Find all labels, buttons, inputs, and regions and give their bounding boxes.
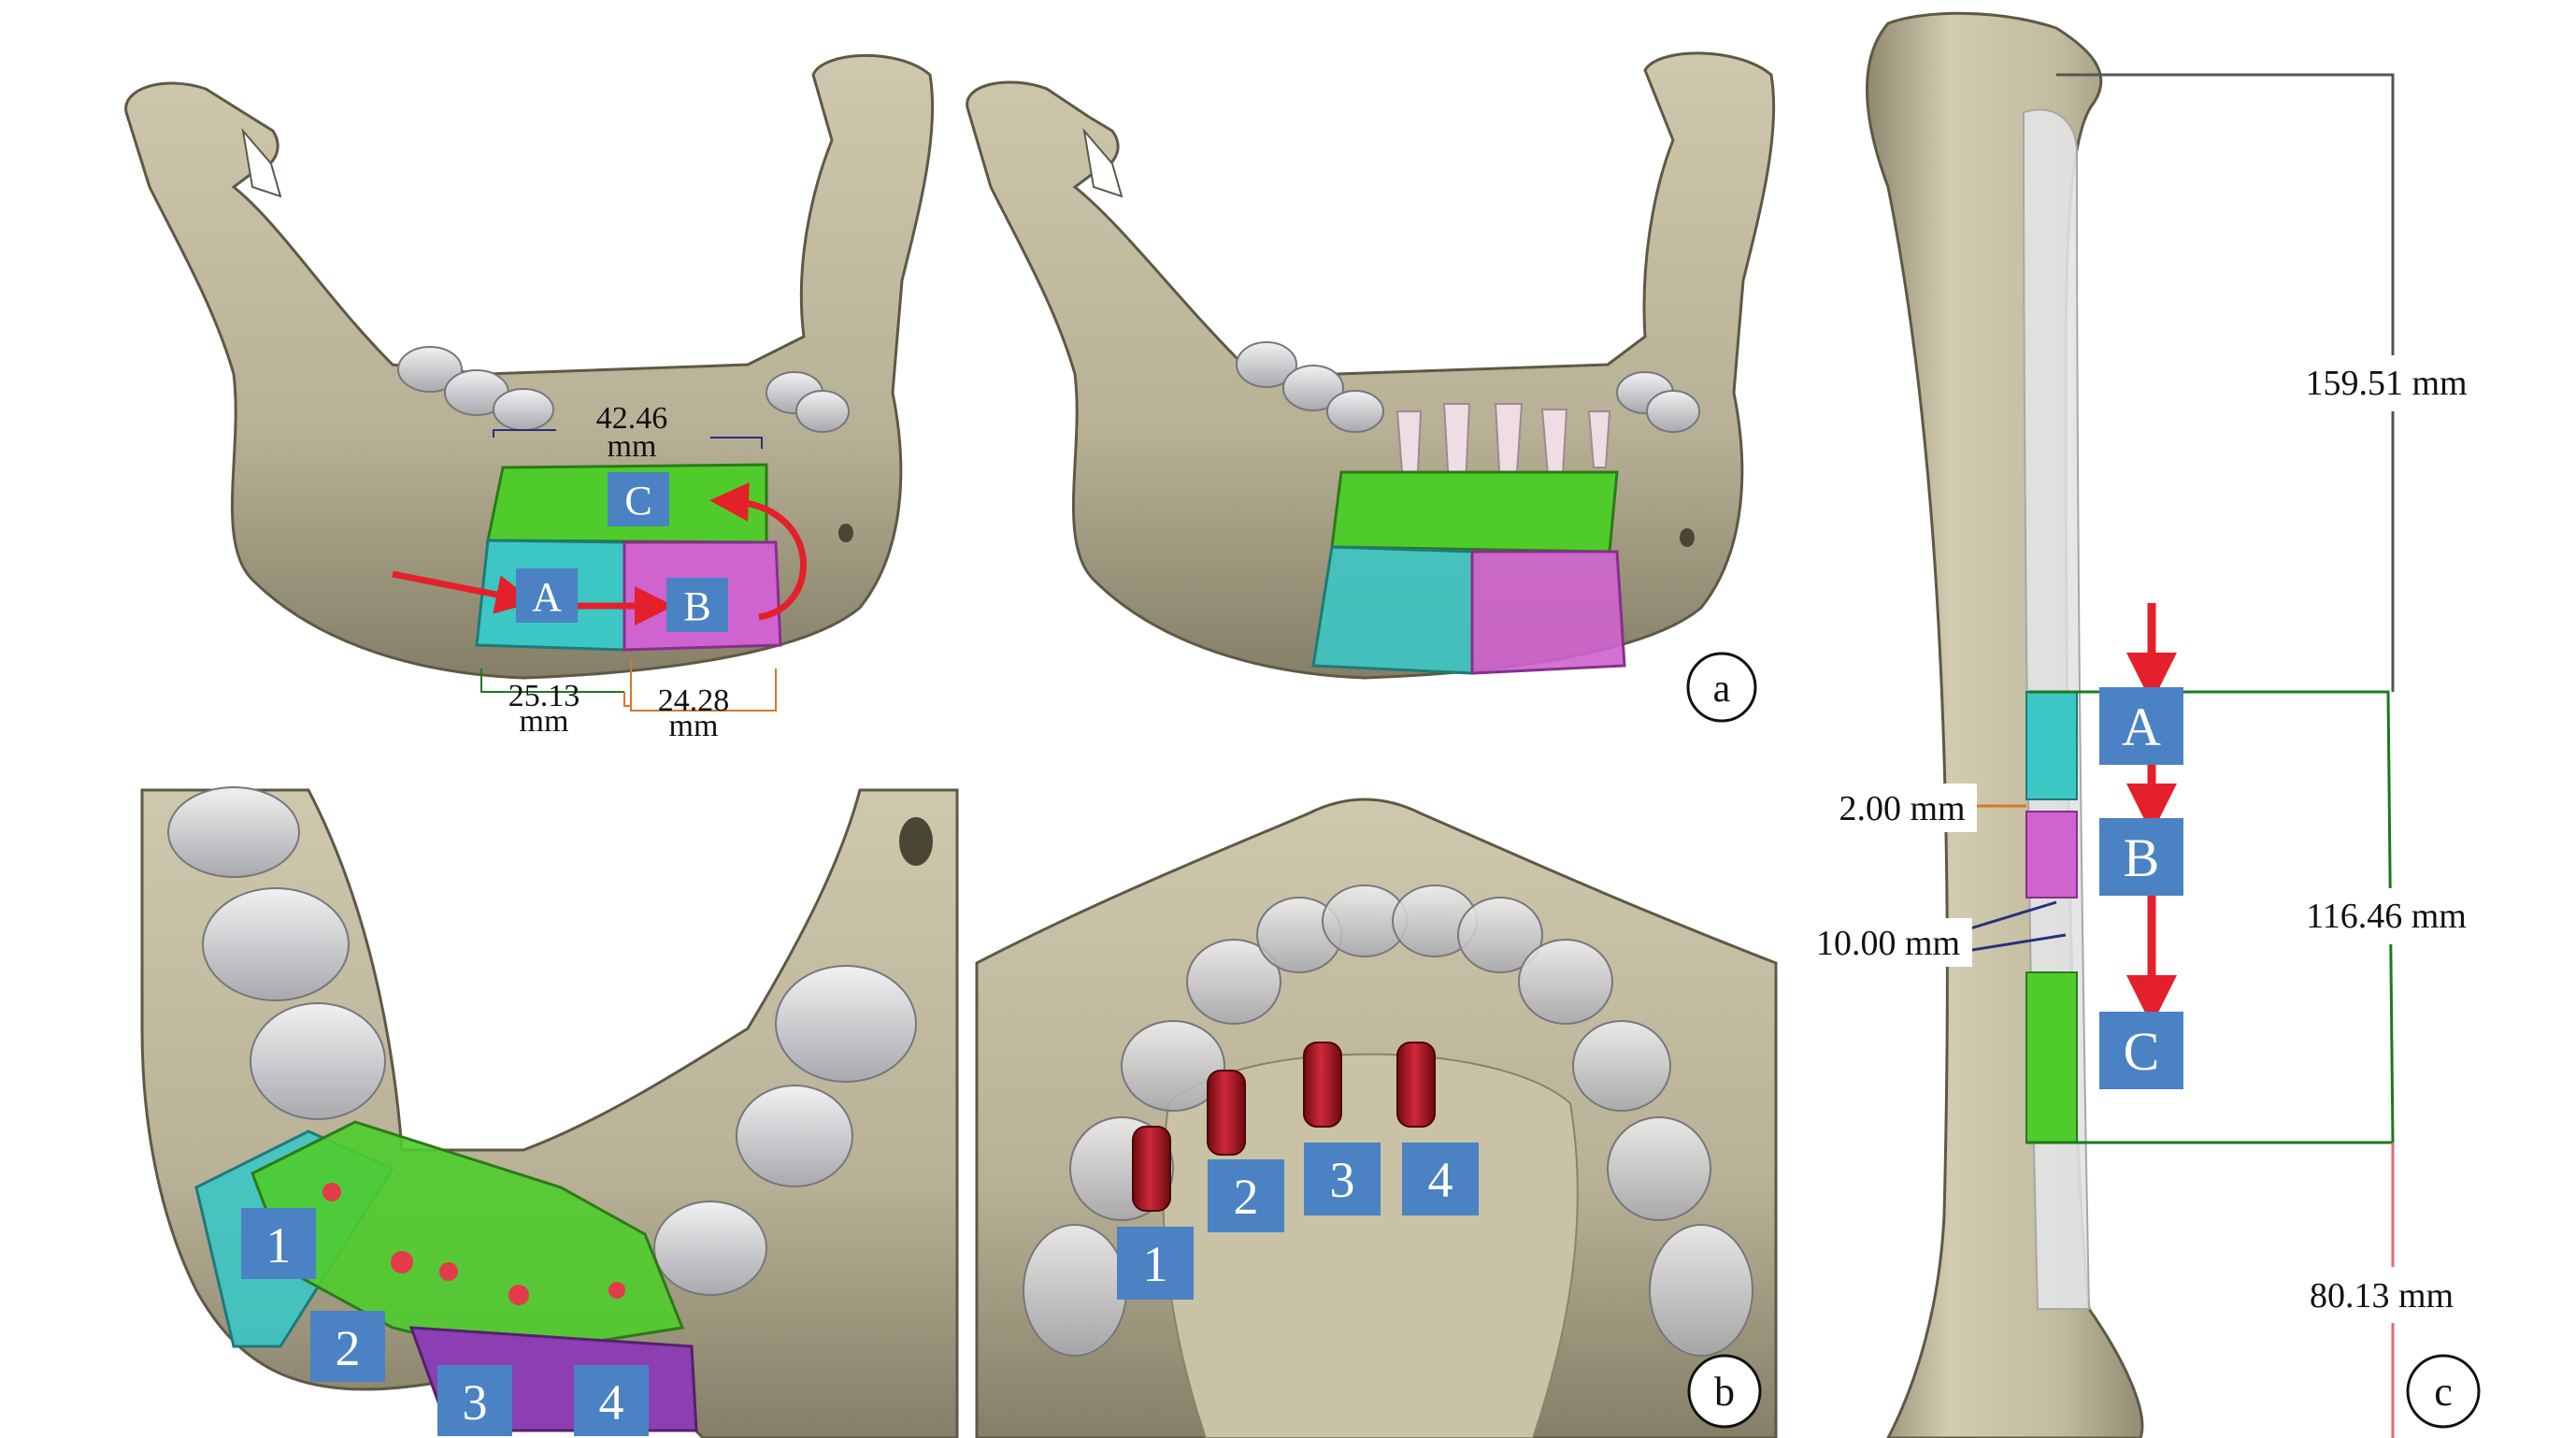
measure-middle-c: 116.46 mm: [2306, 897, 2467, 936]
implant-label-2-right: 2: [1208, 1159, 1284, 1232]
measure-top-bg: [2269, 355, 2503, 411]
occlusal-implant-sites: [322, 1183, 625, 1305]
segment-label-c-a: C: [608, 472, 669, 526]
measure-middle-bg: [2269, 888, 2503, 944]
gap-1-c: 2.00 mm: [1839, 789, 1965, 828]
mental-foramen-a: [838, 524, 853, 542]
segment-label-a-c: A: [2099, 687, 2183, 765]
svg-text:b: b: [1714, 1369, 1735, 1415]
teeth-right-a: [766, 371, 850, 433]
svg-text:3: 3: [1330, 1152, 1355, 1208]
crowns-a2: [1395, 403, 1611, 487]
panel-b-left: 1 2 3 4: [140, 786, 959, 1438]
mandible-notch-a: [241, 127, 282, 198]
right-measure-unit-a: mm: [669, 709, 719, 743]
implant-label-1-right: 1: [1117, 1227, 1194, 1300]
svg-text:A: A: [2122, 697, 2161, 757]
foramen-b-left: [899, 817, 933, 866]
fibula-segment-b: [2025, 811, 2078, 899]
mental-foramen-a2: [1680, 528, 1695, 547]
svg-text:1: 1: [266, 1217, 292, 1273]
svg-text:A: A: [532, 574, 562, 620]
measure-bottom-bg: [2269, 1267, 2494, 1323]
right-measure-a: 24.28: [658, 683, 730, 718]
implant-label-4-left: 4: [574, 1365, 649, 1436]
gap-2-c: 10.00 mm: [1816, 924, 1960, 963]
panel-c: A B C 159.51 mm 116.46 mm 80.13 mm 2.00 …: [1804, 11, 2503, 1438]
measure-lines-a: [480, 429, 777, 712]
measure-top-c: 159.51 mm: [2305, 364, 2467, 403]
gap-2-bg: [1804, 918, 1972, 967]
segment-label-b-c: B: [2099, 818, 2183, 896]
svg-text:c: c: [2434, 1369, 2453, 1415]
panel-a-reconstruction: a: [966, 51, 1776, 723]
occlusal-teeth-left: [167, 786, 917, 1296]
implant-label-2-left: 2: [310, 1311, 385, 1382]
segment-label-c-c: C: [2099, 1012, 2183, 1089]
svg-text:B: B: [2124, 827, 2160, 888]
segment-c-block-a2: [1330, 470, 1619, 554]
implant-label-1-left: 1: [241, 1208, 316, 1279]
svg-text:2: 2: [1234, 1169, 1259, 1225]
svg-text:2: 2: [336, 1320, 361, 1376]
segment-b-block-a2: [1470, 550, 1626, 675]
measure-bottom-c: 80.13 mm: [2310, 1276, 2454, 1316]
panel-a: C A B 42.46 mm 25.13 mm 24.28 mm: [124, 53, 935, 743]
panel-letter-b: b: [1687, 1354, 1762, 1429]
left-measure-unit-a: mm: [520, 704, 569, 739]
top-measure-a: 42.46: [596, 401, 668, 436]
segment-label-b-a: B: [666, 578, 728, 632]
svg-text:4: 4: [599, 1374, 624, 1431]
implants: [1132, 1042, 1436, 1212]
occlusal-segment-c: [250, 1120, 685, 1358]
svg-text:4: 4: [1428, 1152, 1453, 1208]
implant-label-3-right: 3: [1304, 1143, 1381, 1215]
top-measure-unit-a: mm: [608, 429, 657, 464]
panel-letter-c: c: [2406, 1354, 2481, 1429]
segment-label-a-a: A: [516, 568, 578, 623]
svg-text:1: 1: [1143, 1236, 1168, 1292]
arrows-a: [392, 482, 807, 626]
mandible-notch-a2: [1082, 127, 1123, 198]
implant-label-4-right: 4: [1402, 1143, 1479, 1215]
svg-text:a: a: [1713, 668, 1731, 711]
svg-text:B: B: [683, 583, 710, 629]
fibula-segment-c: [2025, 971, 2078, 1143]
teeth-a2: [1236, 341, 1700, 433]
svg-text:C: C: [624, 478, 651, 524]
fibula-segment-a: [2025, 691, 2078, 800]
teeth-left-a: [397, 346, 554, 431]
gap-1-bg: [1823, 784, 1977, 832]
svg-text:C: C: [2124, 1021, 2160, 1082]
left-measure-a: 25.13: [508, 679, 580, 713]
svg-text:3: 3: [463, 1374, 488, 1431]
panel-letter-a: a: [1686, 652, 1757, 723]
panel-b-right: 1 2 3 4 b: [975, 798, 1778, 1438]
implant-label-3-left: 3: [437, 1365, 512, 1436]
segment-a-block-a2: [1311, 545, 1474, 675]
upper-teeth: [1023, 884, 1753, 1357]
